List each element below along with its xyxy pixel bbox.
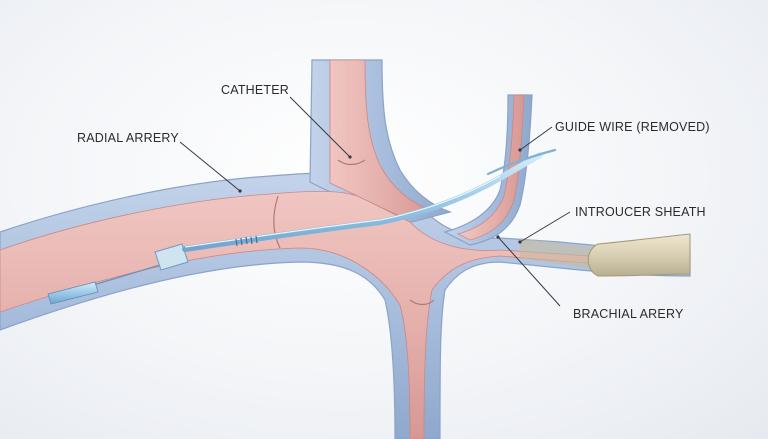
guide-wire [486, 148, 557, 176]
label-radial-artery: RADIAL ARRERY [77, 131, 179, 145]
catheter-assembly [47, 148, 557, 305]
leader-sheath-dot [518, 240, 522, 244]
catheter-hub [154, 243, 189, 271]
vessel-ring-3 [409, 299, 435, 306]
leader-lines [179, 96, 571, 307]
needle-sheath [47, 281, 99, 305]
label-brachial-artery: BRACHIAL ARERY [573, 307, 684, 321]
leader-radial-dot [238, 189, 242, 193]
label-catheter: CATHETER [221, 83, 289, 97]
leader-brachial-artery [497, 236, 561, 307]
leader-radial-artery [179, 141, 241, 192]
leader-guide-dot [518, 148, 522, 152]
leader-catheter-dot [348, 155, 352, 159]
leader-catheter [289, 96, 351, 158]
leader-introducer-sheath [519, 211, 571, 243]
catheter-body [182, 152, 543, 252]
leader-guide-wire [519, 126, 553, 151]
introducer-sheath-hub [520, 233, 691, 277]
catheter-marker-bands [235, 235, 258, 247]
labels: CATHETER RADIAL ARRERY GUIDE WIRE (REMOV… [77, 83, 710, 321]
upper-branch-lumen [329, 59, 432, 217]
vessel-ring-1 [273, 195, 281, 249]
label-introducer-sheath: INTROUCER SHEATH [575, 205, 706, 219]
vessel-ring-2 [337, 159, 366, 166]
label-guide-wire: GUIDE WIRE (REMOVED) [555, 120, 710, 134]
leader-brachial-dot [496, 235, 500, 239]
sheath-tube [520, 238, 600, 270]
sheath-hub-body [587, 233, 691, 277]
